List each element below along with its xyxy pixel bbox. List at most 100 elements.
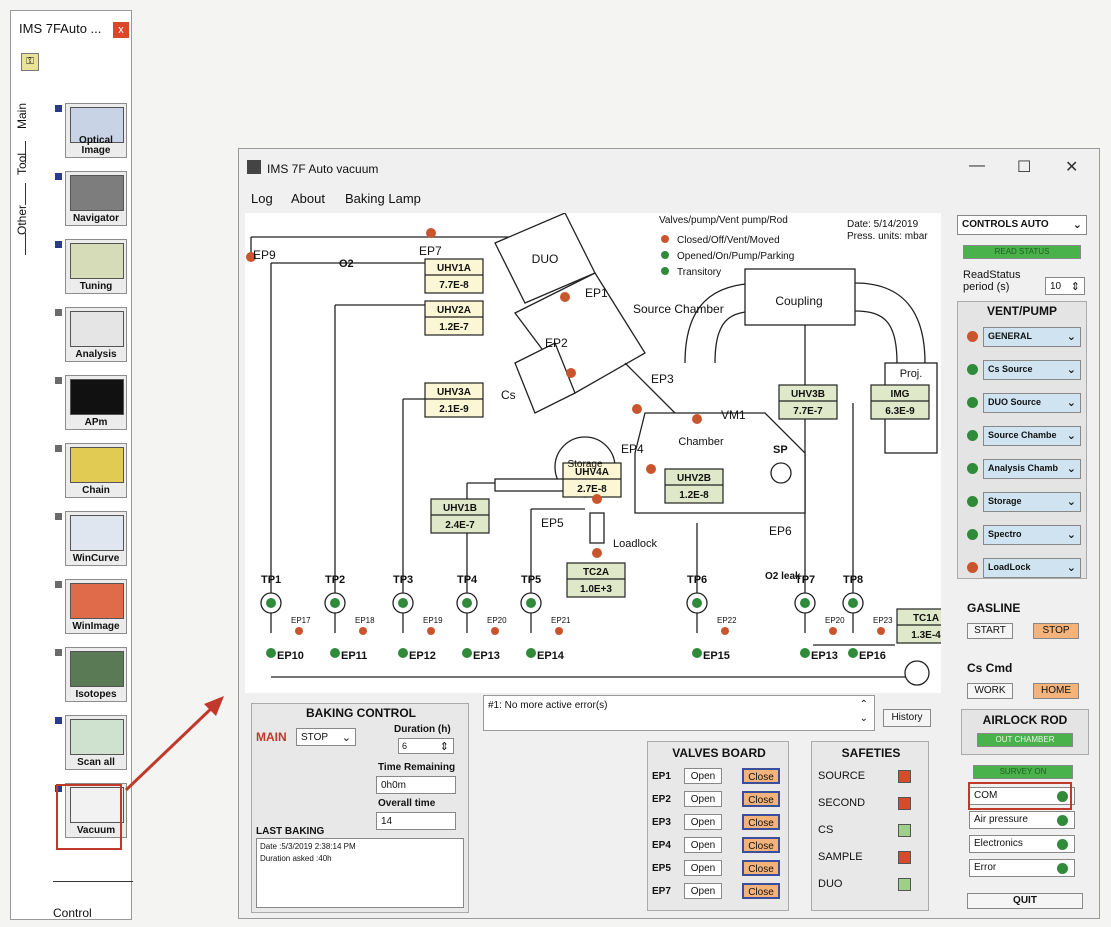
tool-status-dot [55,105,62,112]
vent-select-8[interactable]: LoadLock⌄ [983,558,1081,578]
quit-button[interactable]: QUIT [967,893,1083,909]
valve-state-led [692,648,702,658]
tool-status-dot [55,309,62,316]
vent-select-3[interactable]: DUO Source⌄ [983,393,1081,413]
tab-other[interactable]: Other [15,205,29,236]
coupling-label: Coupling [775,294,822,308]
scroll-arrows-icon[interactable]: ⌃⌄ [859,699,868,724]
tool-winimage[interactable]: WinImage [65,579,127,634]
pump-state-led [266,598,276,608]
legend-transitory-icon [661,267,669,275]
menu-baking-lamp[interactable]: Baking Lamp [345,191,421,206]
close-button[interactable]: ✕ [1065,159,1079,176]
tab-control[interactable]: Control [53,906,92,920]
tool-scan-all[interactable]: Scan all [65,715,127,770]
tool-thumbnail-icon [70,379,124,415]
valve-row-label: EP2 [652,794,671,805]
cs-home-button[interactable]: HOME [1033,683,1079,699]
error-log[interactable]: #1: No more active error(s) ⌃⌄ [483,695,875,731]
roughing-pump-icon [904,660,930,686]
menu-log[interactable]: Log [251,191,273,206]
chevron-down-icon: ⌄ [341,732,351,744]
tab-main[interactable]: Main [15,103,29,130]
gauge-value: 1.2E-7 [439,322,469,333]
status-item[interactable]: COM [969,787,1075,805]
valve-open-button[interactable]: Open [684,883,722,899]
maximize-button[interactable]: ☐ [1017,159,1032,176]
tool-optical-image[interactable]: Optical Image [65,103,127,158]
duration-input[interactable]: 6⇕ [398,738,454,754]
baking-mode-select[interactable]: STOP⌄ [296,728,356,746]
tab-tool[interactable]: Tool [15,153,29,176]
key-icon[interactable]: ⚿ [21,53,39,71]
overall-time-label: Overall time [378,798,436,809]
valve-open-button[interactable]: Open [684,768,722,784]
duration-label: Duration (h) [394,724,451,735]
valve-close-button[interactable]: Close [742,814,780,830]
vent-state-led [967,430,978,441]
valve-close-button[interactable]: Close [742,883,780,899]
last-baking-label: LAST BAKING [256,826,325,837]
valve-close-button[interactable]: Close [742,837,780,853]
vent-select-2[interactable]: Cs Source⌄ [983,360,1081,380]
gauge-value: 1.0E+3 [580,584,612,595]
vent-select-4[interactable]: Source Chambe ⌄ [983,426,1081,446]
vent-select-label: LoadLock [988,562,1031,572]
cs-work-button[interactable]: WORK [967,683,1013,699]
gauge-value: 1.3E-4 [911,630,941,641]
valve-open-button[interactable]: Open [684,791,722,807]
valve-open-button[interactable]: Open [684,837,722,853]
readstatus-period-input[interactable]: 10⇕ [1045,277,1085,295]
vent-select-label: Analysis Chamb [988,463,1059,473]
tool-chain[interactable]: Chain [65,443,127,498]
valve-label: EP11 [341,650,367,662]
vent-select-label: Source Chambe [988,430,1057,440]
valve-close-button[interactable]: Close [742,860,780,876]
survey-on-button[interactable]: SURVEY ON [973,765,1073,779]
status-item[interactable]: Air pressure [969,811,1075,829]
airlock-panel [961,709,1089,755]
valve-close-button[interactable]: Close [742,791,780,807]
safety-label: DUO [818,878,843,890]
tool-apm[interactable]: APm [65,375,127,430]
history-button[interactable]: History [883,709,931,727]
safety-label: SAMPLE [818,851,863,863]
chevron-down-icon: ⌄ [1066,430,1076,442]
toolbox-window: IMS 7FAuto ... x ⚿ Main Tool Other Optic… [10,10,133,920]
gauge-name: UHV3A [437,387,471,398]
vent-select-5[interactable]: Analysis Chamb⌄ [983,459,1081,479]
controls-mode-select[interactable]: CONTROLS AUTO⌄ [957,215,1087,235]
safeties-title: SAFETIES [841,746,901,760]
tool-isotopes[interactable]: Isotopes [65,647,127,702]
valve-label: EP15 [703,650,730,662]
toolbox-close-button[interactable]: x [113,22,129,38]
tab-separator [25,183,26,205]
status-item[interactable]: Electronics [969,835,1075,853]
menu-about[interactable]: About [291,191,325,206]
tool-navigator[interactable]: Navigator [65,171,127,226]
out-chamber-button[interactable]: OUT CHAMBER [977,733,1073,747]
vent-select-7[interactable]: Spectro⌄ [983,525,1081,545]
chamber-label: Chamber [678,436,724,448]
tool-wincurve[interactable]: WinCurve [65,511,127,566]
closed-valve-led [632,404,642,414]
tool-vacuum[interactable]: Vacuum [65,783,127,838]
airlock-title: AIRLOCK ROD [982,713,1068,727]
vent-select-6[interactable]: Storage⌄ [983,492,1081,512]
gasline-start-button[interactable]: START [967,623,1013,639]
read-status-button[interactable]: READ STATUS [963,245,1081,259]
valve-close-button[interactable]: Close [742,768,780,784]
status-item[interactable]: Error [969,859,1075,877]
gasline-stop-button[interactable]: STOP [1033,623,1079,639]
chevron-down-icon: ⌄ [1066,397,1076,409]
valve-open-button[interactable]: Open [684,860,722,876]
vent-select-label: GENERAL [988,331,1033,341]
diagram-units: Press. units: mbar [847,231,928,242]
gauge-value: 2.4E-7 [445,520,475,531]
valve-open-button[interactable]: Open [684,814,722,830]
minimize-button[interactable]: — [969,157,985,174]
vent-select-1[interactable]: GENERAL⌄ [983,327,1081,347]
tool-analysis[interactable]: Analysis [65,307,127,362]
tool-status-dot [55,785,62,792]
tool-tuning[interactable]: Tuning [65,239,127,294]
